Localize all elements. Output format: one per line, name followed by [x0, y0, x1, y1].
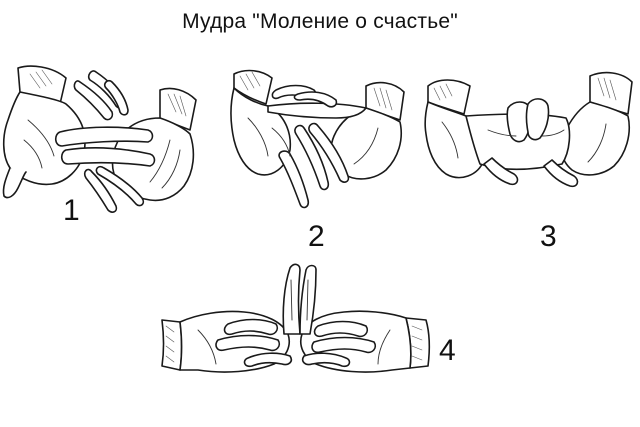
- figure-number-label: 3: [540, 220, 557, 253]
- mudra-hands-step-1-illustration: [0, 60, 205, 220]
- mudra-hands-step-3-illustration: [424, 60, 636, 210]
- page-title: Мудра "Моление о счастье": [182, 10, 458, 33]
- figure-number-label: 1: [63, 194, 80, 227]
- figure-number-label: 2: [308, 220, 325, 253]
- mudra-hands-step-4-illustration: [158, 260, 438, 390]
- mudra-hands-step-2-illustration: [228, 58, 408, 228]
- figure-number-label: 4: [439, 334, 456, 367]
